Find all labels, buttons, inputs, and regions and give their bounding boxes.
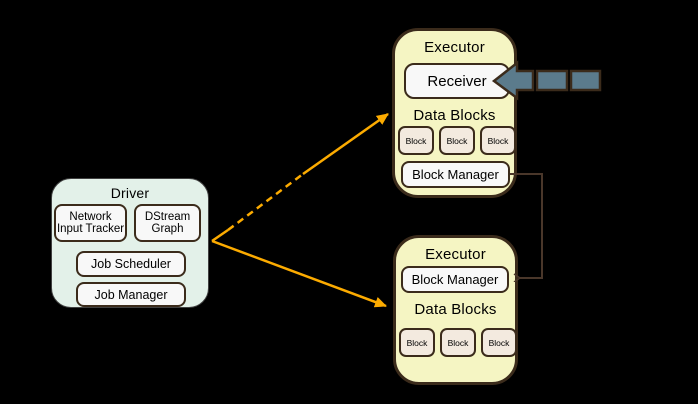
- block-label: Block: [406, 337, 428, 348]
- executor-bottom-box: Executor Block Manager Data Blocks Block…: [393, 235, 518, 385]
- network-input-tracker-box: Network Input Tracker: [54, 204, 127, 242]
- network-input-tracker-label: Network Input Tracker: [56, 210, 125, 235]
- job-manager-label: Job Manager: [94, 287, 168, 302]
- block-manager-label-top: Block Manager: [412, 167, 499, 182]
- block-chip: Block: [440, 328, 476, 357]
- block-chip: Block: [481, 328, 517, 357]
- receiver-box: Receiver: [404, 63, 510, 99]
- blocks-row-top: Block Block Block: [398, 126, 516, 155]
- block-chip: Block: [439, 126, 475, 155]
- job-scheduler-box: Job Scheduler: [76, 251, 186, 277]
- block-label: Block: [487, 135, 509, 146]
- block-chip: Block: [399, 328, 435, 357]
- block-label: Block: [447, 337, 469, 348]
- dstream-graph-label: DStream Graph: [144, 210, 191, 235]
- data-stream-segment: [535, 69, 569, 92]
- block-chip: Block: [480, 126, 516, 155]
- job-scheduler-label: Job Scheduler: [91, 257, 171, 271]
- arrow-driver-to-top-executor: [211, 112, 389, 243]
- driver-box: Driver Network Input Tracker DStream Gra…: [51, 178, 209, 308]
- executor-bottom-title: Executor: [425, 246, 486, 263]
- data-blocks-label-bottom: Data Blocks: [414, 301, 497, 318]
- executor-top-title: Executor: [424, 39, 485, 56]
- receiver-label: Receiver: [427, 72, 487, 90]
- block-manager-label-bottom: Block Manager: [411, 272, 499, 287]
- driver-title: Driver: [110, 185, 150, 201]
- arrow-driver-to-bottom-executor: [211, 239, 387, 308]
- executor-top-box: Executor Receiver Data Blocks Block Bloc…: [392, 28, 517, 198]
- data-stream-segment: [569, 69, 602, 92]
- job-manager-box: Job Manager: [76, 282, 186, 307]
- block-label: Block: [405, 135, 427, 146]
- block-manager-box-bottom: Block Manager: [401, 266, 509, 293]
- block-manager-box-top: Block Manager: [401, 161, 510, 188]
- block-chip: Block: [398, 126, 434, 155]
- dstream-graph-box: DStream Graph: [134, 204, 201, 242]
- data-blocks-label-top: Data Blocks: [413, 107, 496, 124]
- block-label: Block: [488, 337, 510, 348]
- block-label: Block: [446, 135, 468, 146]
- blocks-row-bottom: Block Block Block: [399, 328, 517, 357]
